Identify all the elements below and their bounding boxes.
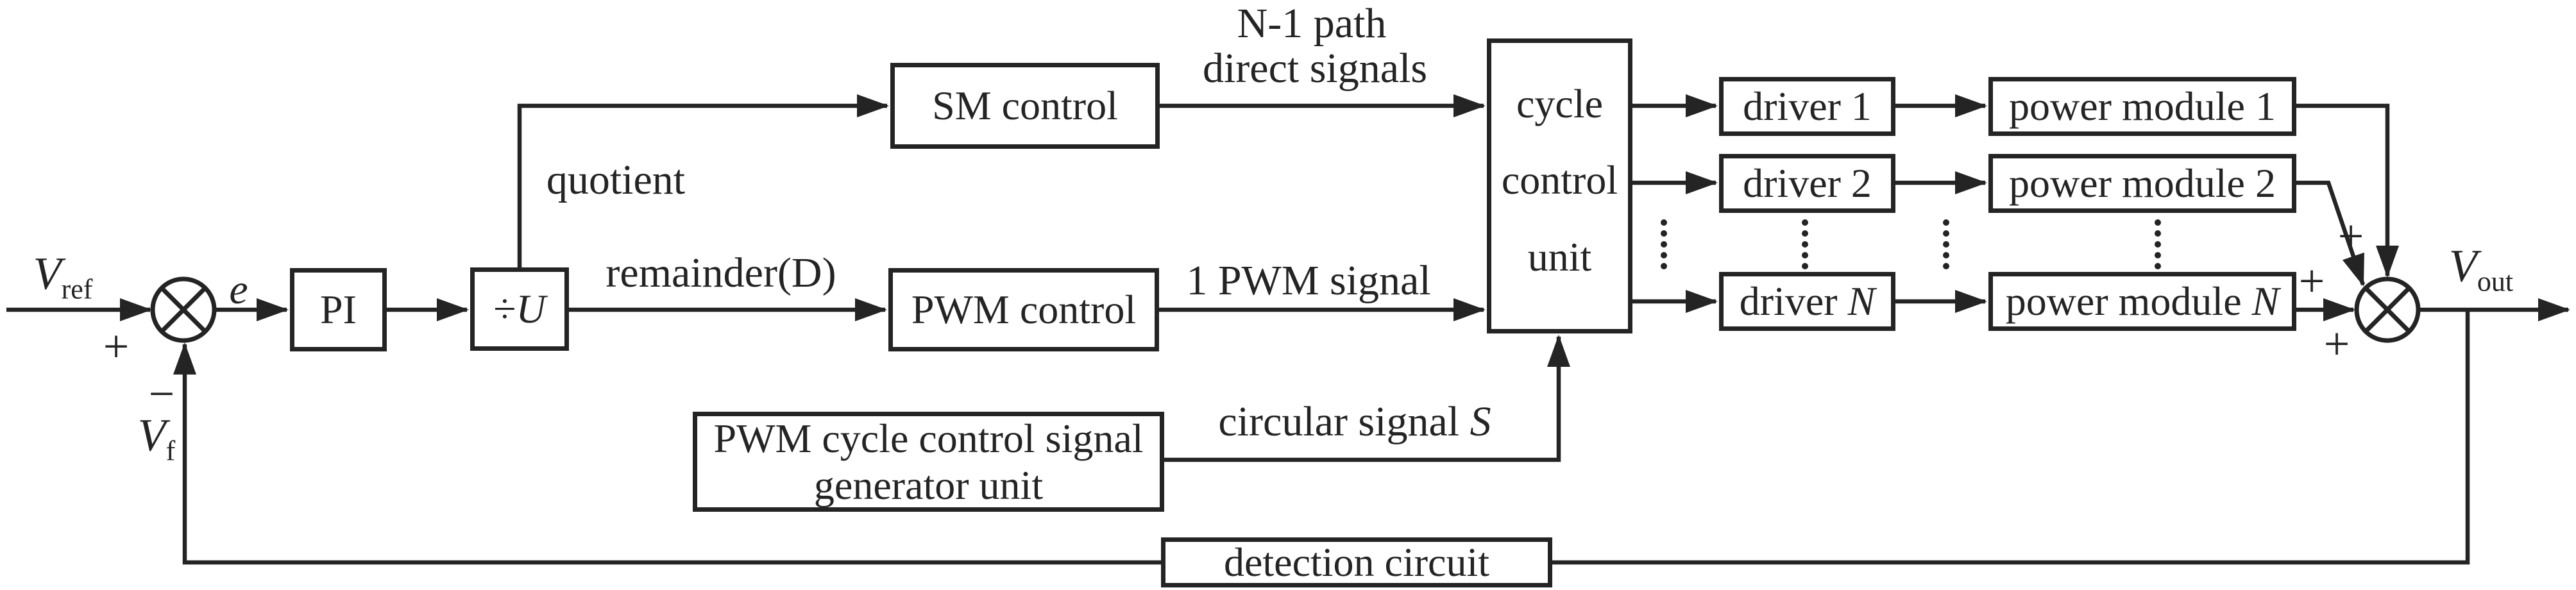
sm-control-label: SM control: [932, 83, 1118, 129]
connector-pm2-to-junction: [2296, 180, 2366, 287]
power-module2-label: power module 2: [2009, 160, 2276, 206]
power-module1-label: power module 1: [2009, 83, 2276, 130]
plus-sign-bottom: +: [2323, 318, 2350, 369]
connector-pm1-to-junction: [2296, 103, 2399, 278]
plus-sign-pmN: +: [2298, 255, 2325, 307]
circular-signal-label: circular signal S: [1218, 398, 1491, 445]
summing-junction-input: [150, 276, 217, 343]
vref-signal-label: Vref: [33, 248, 93, 305]
connector-quotient-to-sm: [517, 94, 889, 267]
pi-block: PI: [290, 268, 387, 351]
vf-signal-label: Vf: [137, 409, 176, 467]
pwm-signal-label: 1 PWM signal: [1186, 257, 1431, 304]
driver2-label: driver 2: [1743, 160, 1872, 206]
pwm-cycle-generator-line1: PWM cycle control signal: [713, 415, 1144, 461]
driver1-block: driver 1: [1719, 77, 1895, 136]
pwm-cycle-generator-block: PWM cycle control signal generator unit: [693, 412, 1164, 512]
n1-path-label-line2: direct signals: [1202, 45, 1428, 92]
plus-sign-input: +: [103, 321, 130, 372]
power-moduleN-label: power module N: [2005, 278, 2280, 324]
power-module1-block: power module 1: [1988, 77, 2296, 136]
pwm-control-label: PWM control: [911, 287, 1137, 333]
remainder-label: remainder(D): [606, 249, 836, 296]
connector-feedback-return: [173, 342, 1161, 565]
summing-junction-output: [2354, 276, 2421, 343]
cycle-control-unit-line2: control: [1501, 157, 1618, 203]
pwm-control-block: PWM control: [888, 268, 1159, 351]
cycle-control-unit-line1: cycle: [1516, 81, 1603, 127]
detection-circuit-label: detection circuit: [1223, 539, 1490, 586]
driverN-block: driver N: [1719, 272, 1895, 331]
driver1-label: driver 1: [1743, 83, 1872, 130]
vout-signal-label: Vout: [2448, 240, 2514, 298]
connector-feedback-drop: [1552, 310, 2470, 565]
n1-path-label-line1: N-1 path: [1237, 0, 1387, 47]
ellipsis-dots: [1661, 219, 2161, 269]
sm-control-block: SM control: [890, 63, 1160, 149]
detection-circuit-block: detection circuit: [1161, 537, 1552, 587]
driverN-label: driver N: [1739, 278, 1876, 324]
connector-circular-signal: [1164, 335, 1570, 462]
pwm-cycle-generator-line2: generator unit: [813, 462, 1044, 508]
cycle-control-unit-block: cycle control unit: [1487, 38, 1632, 333]
divider-block: ÷U: [470, 267, 569, 351]
pi-block-label: PI: [320, 287, 357, 333]
minus-sign-feedback: −: [148, 368, 175, 419]
driver2-block: driver 2: [1719, 154, 1895, 213]
cycle-control-unit-line3: unit: [1527, 233, 1592, 280]
power-moduleN-block: power module N: [1988, 272, 2296, 331]
error-signal-label: e: [229, 266, 248, 313]
plus-sign-pm2: +: [2337, 210, 2364, 262]
power-module2-block: power module 2: [1988, 154, 2296, 213]
divider-block-label: ÷U: [493, 286, 546, 332]
quotient-label: quotient: [546, 156, 686, 203]
